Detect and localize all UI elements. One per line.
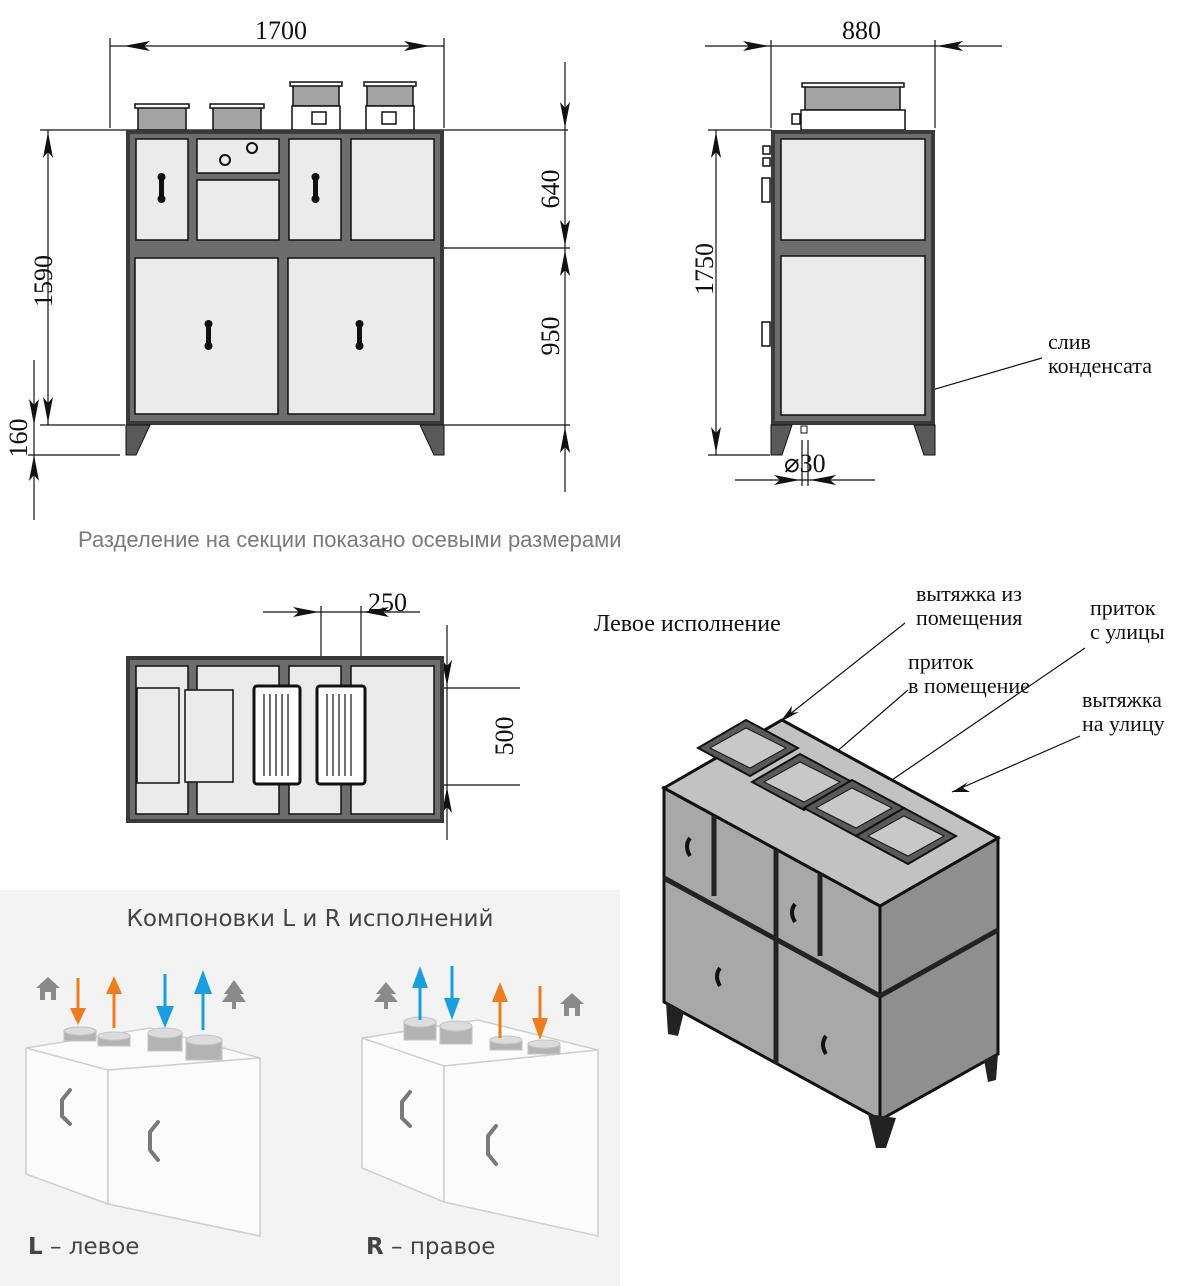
dimension-upper-640: 640 — [536, 169, 565, 209]
arrow-warm-down — [532, 1018, 548, 1040]
dimension-duct-length-500: 500 — [490, 716, 519, 756]
dimension-arrows — [29, 41, 570, 481]
layouts-panel-title: Компоновки L и R исполнений — [126, 906, 494, 932]
dimension-duct-width-250: 250 — [368, 588, 407, 617]
right-unit-handles — [400, 1090, 498, 1166]
callout-exhaust-from-room: вытяжка из помещения — [916, 581, 1023, 630]
house-icon — [560, 993, 584, 1016]
top-view-drawing — [126, 606, 520, 840]
isometric-view: Левое исполнение вытяжка из помещения пр… — [580, 560, 1200, 1186]
diameter-symbol: ⌀ — [784, 449, 800, 478]
variant-right-label: R – правое — [366, 1234, 496, 1260]
arrow-cold-down — [444, 998, 460, 1020]
variant-left-label: L – левое — [28, 1234, 140, 1260]
isometric-drawing — [660, 622, 1086, 1148]
drain-callout: слив конденсата — [1048, 329, 1152, 378]
dimension-width-1700: 1700 — [255, 16, 307, 45]
front-view: 1700 1590 160 640 950 — [0, 0, 600, 520]
callout-supply-to-room: приток в помещение — [908, 649, 1030, 698]
unit-left — [25, 1027, 261, 1237]
dimension-legs-160: 160 — [4, 418, 33, 458]
dimension-height-1590: 1590 — [29, 255, 58, 307]
arrow-warm-down — [70, 1008, 86, 1025]
layouts-diagram — [25, 966, 599, 1237]
tree-icon — [222, 980, 246, 1009]
section-division-note: Разделение на секции показано осевыми ра… — [78, 527, 622, 552]
cabinet-body — [125, 130, 445, 456]
left-unit-spigots — [63, 1026, 223, 1061]
left-unit-handles — [60, 1088, 160, 1162]
dimension-height-1750: 1750 — [690, 243, 719, 295]
dimension-drain-diameter: ⌀30 — [784, 449, 826, 478]
callout-supply-from-outside: приток с улицы — [1090, 595, 1165, 644]
top-view: 250 500 — [0, 580, 600, 840]
callout-exhaust-to-outside: вытяжка на улицу — [1082, 687, 1165, 736]
side-view: 880 1750 ⌀30 слив конденсата — [680, 0, 1200, 500]
layouts-panel: Компоновки L и R исполнений — [0, 890, 620, 1286]
iso-view-title: Левое исполнение — [594, 611, 781, 637]
right-arrows — [412, 966, 548, 1040]
arrow-cold-up — [412, 966, 428, 988]
arrow-warm-up — [106, 976, 122, 994]
side-view-drawing — [705, 40, 1043, 486]
house-icon — [36, 977, 60, 1000]
tree-icon — [374, 982, 398, 1009]
arrow-cold-down — [156, 1006, 174, 1028]
left-arrows — [70, 970, 212, 1030]
front-view-drawing — [28, 38, 570, 520]
right-unit-spigots — [403, 1016, 561, 1055]
arrow-cold-up — [194, 970, 212, 994]
dimension-lower-950: 950 — [536, 316, 565, 356]
top-ducts — [134, 81, 417, 131]
arrow-warm-up — [492, 982, 508, 1002]
unit-right — [361, 1019, 599, 1237]
dimension-width-880: 880 — [842, 16, 881, 45]
